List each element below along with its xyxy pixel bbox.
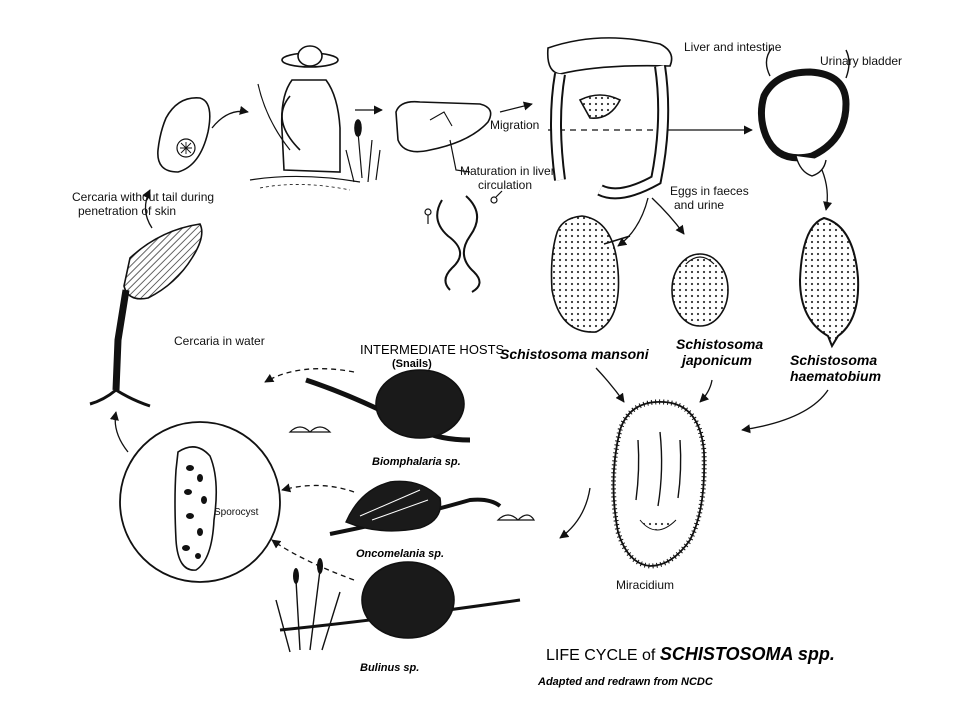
miracidium-illustration [610, 399, 707, 569]
title-prefix: LIFE CYCLE of [546, 647, 656, 664]
label-urinary-bladder: Urinary bladder [820, 54, 903, 68]
label-snail-bulinus: Bulinus sp. [360, 662, 420, 674]
arrow-cercaria-water-up [142, 189, 153, 229]
liver-illustration [395, 100, 492, 173]
snail-oncomelania [329, 480, 536, 536]
label-species-japonicum-line1: Schistosoma [676, 336, 764, 352]
egg-haematobium [798, 216, 860, 349]
intermediate-hosts-heading: INTERMEDIATE HOSTS [360, 342, 505, 357]
label-snail-oncomelania: Oncomelania sp. [356, 548, 445, 560]
label-species-japonicum-line2: japonicum [682, 352, 753, 368]
snail-biomphalaria [288, 369, 471, 443]
diagram-title: LIFE CYCLE of SCHISTOSOMA spp. [546, 644, 835, 665]
cycle-arrows [109, 101, 833, 581]
label-miracidium: Miracidium [616, 578, 675, 592]
label-cercaria-tail-line1: Cercaria without tail during [72, 190, 215, 204]
arrow-liver-to-intestine [499, 101, 533, 113]
arrow-mansoni-to-miracidium [595, 367, 625, 403]
label-liver-intestine: Liver and intestine [684, 40, 782, 54]
arrow-bulinus-to-sporocyst [271, 539, 355, 581]
urinary-bladder-illustration [757, 47, 850, 177]
diagram-credit: Adapted and redrawn from NCDC [538, 676, 713, 688]
label-species-haematobium-line2: haematobium [790, 368, 882, 384]
arrow-japonicum-to-miracidium [699, 379, 713, 403]
label-snail-biomphalaria: Biomphalaria sp. [372, 456, 461, 468]
label-eggs-line2: and urine [674, 198, 725, 212]
title-genus: SCHISTOSOMA spp. [659, 644, 835, 664]
intestine-illustration [546, 37, 673, 200]
label-eggs-line1: Eggs in faeces [670, 184, 749, 198]
human-host-figure [249, 45, 381, 191]
adult-worm-pair [424, 190, 503, 293]
arrow-oncomelania-to-sporocyst [281, 483, 355, 493]
arrow-eggs-to-mansoni [617, 197, 649, 247]
egg-mansoni [550, 215, 631, 333]
label-migration: Migration [490, 118, 540, 132]
label-maturation-line1: Maturation in liver [460, 164, 555, 178]
intermediate-hosts-subheading: (Snails) [392, 358, 432, 370]
label-cercaria-tail-line2: penetration of skin [78, 204, 177, 218]
label-maturation-line2: circulation [478, 178, 533, 192]
label-species-mansoni: Schistosoma mansoni [500, 346, 649, 362]
arrow-sporocyst-to-cercaria [109, 411, 129, 453]
arrow-eggs-to-japonicum [651, 197, 685, 235]
arrow-bladder-to-haematobium [821, 169, 833, 211]
sporocyst-illustration [119, 421, 281, 583]
label-sporocyst: Sporocyst [214, 507, 259, 518]
snail-bulinus [275, 558, 521, 653]
arrow-cercaria-to-human [211, 105, 249, 129]
arrow-biomphalaria-to-sporocyst [264, 368, 355, 383]
label-cercaria-water: Cercaria in water [174, 334, 265, 348]
cercaria-in-water-illustration [89, 223, 203, 408]
label-species-haematobium-line1: Schistosoma [790, 352, 878, 368]
egg-japonicum [671, 253, 729, 327]
arrow-miracidium-to-snails [559, 487, 591, 539]
cercaria-without-tail [157, 97, 211, 173]
arrow-haematobium-to-miracidium [741, 389, 829, 434]
